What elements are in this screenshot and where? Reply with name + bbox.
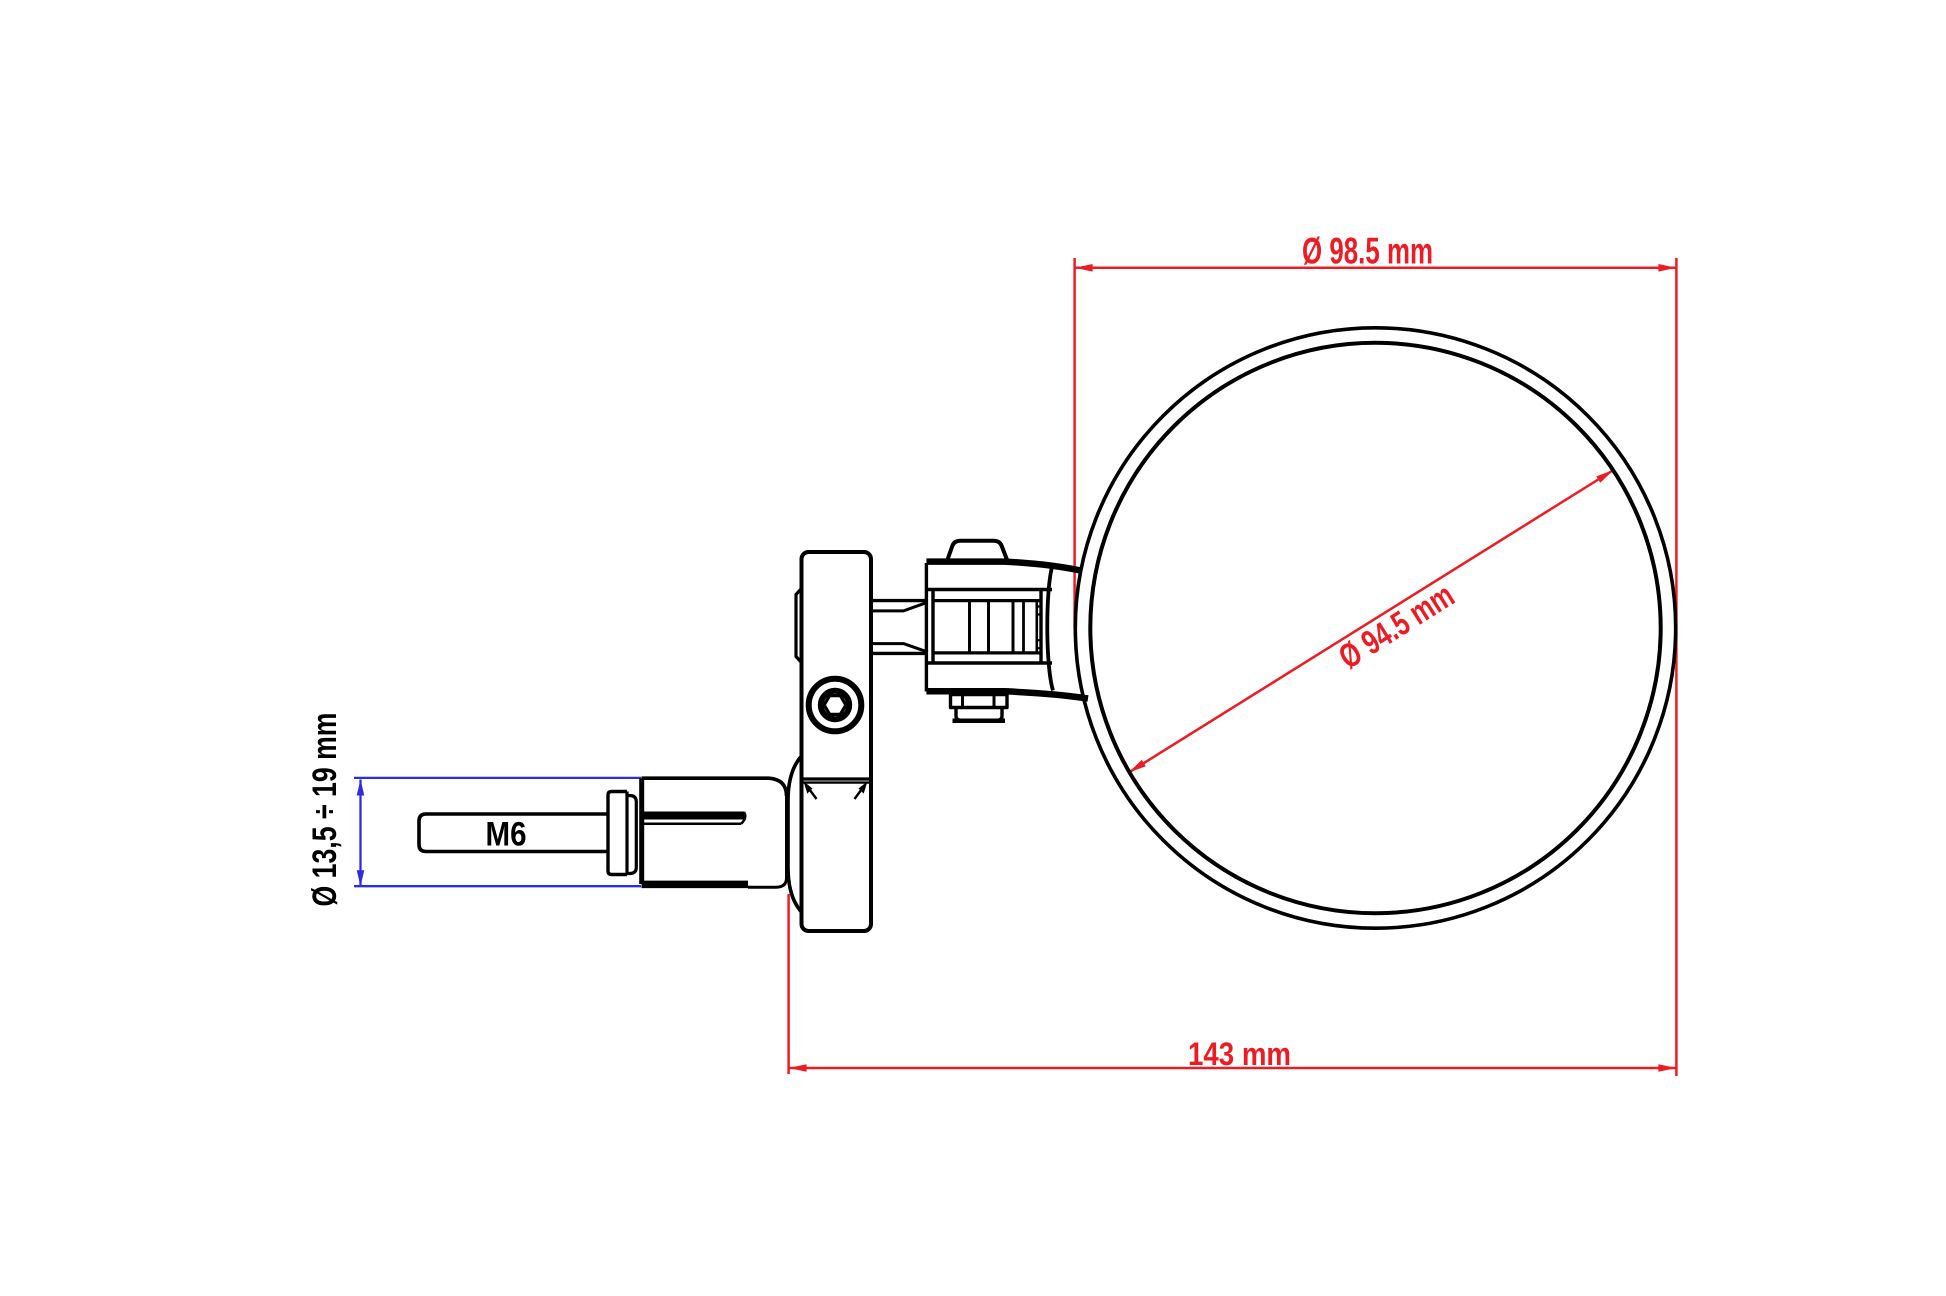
svg-text:Ø 98.5 mm: Ø 98.5 mm xyxy=(1302,230,1433,272)
svg-text:Ø 13,5 ÷ 19 mm: Ø 13,5 ÷ 19 mm xyxy=(306,713,344,907)
svg-text:143 mm: 143 mm xyxy=(1188,1036,1291,1072)
svg-text:M6: M6 xyxy=(486,816,527,854)
